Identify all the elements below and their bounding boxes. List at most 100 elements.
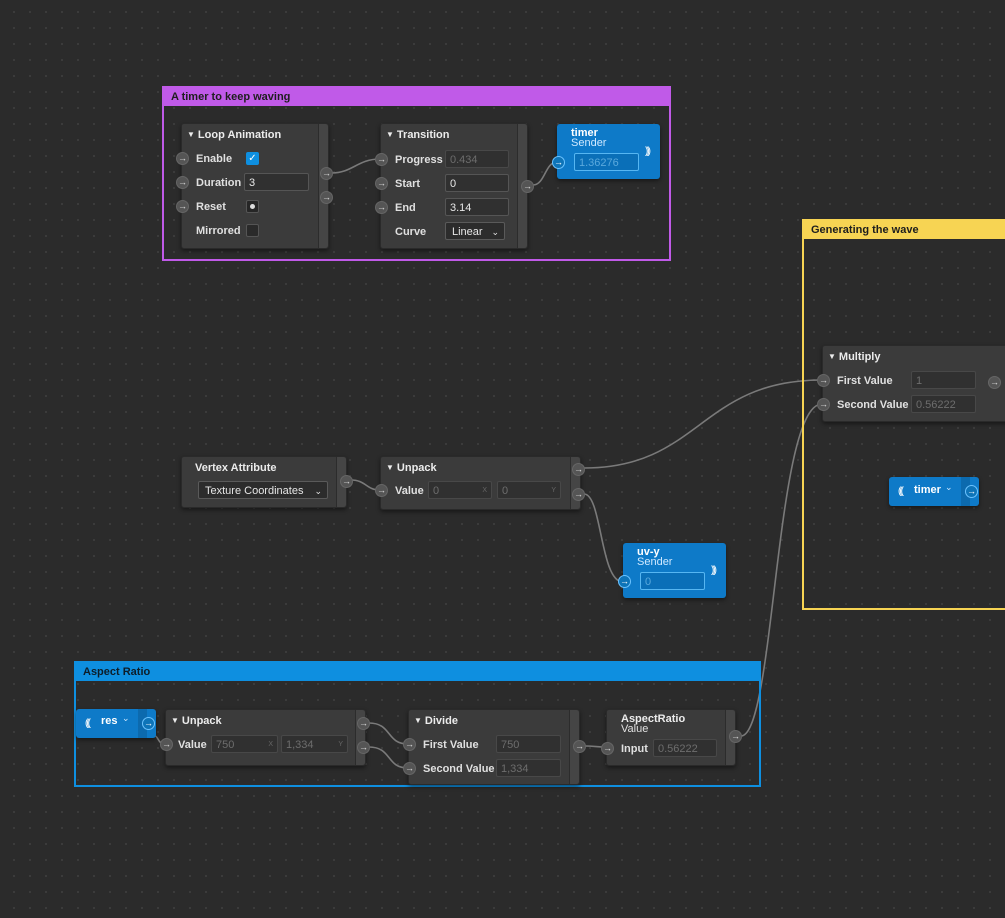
aspect-ratio-node[interactable]: AspectRatio Value → Input 0.56222 → xyxy=(601,709,742,766)
curve-label: Curve xyxy=(395,226,427,238)
unpack-res-output-y-port[interactable]: → xyxy=(357,741,370,754)
duration-field[interactable]: 3 xyxy=(244,173,309,191)
divide-first-label: First Value xyxy=(423,739,479,751)
multiply-node[interactable]: ▼Multiply → First Value 1 → Second Value… xyxy=(817,345,1005,422)
end-label: End xyxy=(395,202,416,214)
aspect-ratio-input-field: 0.56222 xyxy=(653,739,717,757)
reset-input-port[interactable]: → xyxy=(176,200,189,213)
node-output-strip xyxy=(355,710,365,765)
transition-node[interactable]: ▼Transition → Progress 0.434 → Start 0 →… xyxy=(375,123,534,249)
multiply-first-input-port[interactable]: → xyxy=(817,374,830,387)
uvy-sender-node[interactable]: uv-y Sender → 0 ))) xyxy=(618,543,726,598)
res-receiver-output-port[interactable]: → xyxy=(142,717,155,730)
vertex-attribute-output-port[interactable]: → xyxy=(340,475,353,488)
collapse-triangle-icon[interactable]: ▼ xyxy=(187,130,195,139)
loop-output-port-2[interactable]: → xyxy=(320,191,333,204)
multiply-output-port[interactable]: → xyxy=(988,376,1001,389)
group-timer[interactable]: A timer to keep waving xyxy=(162,86,671,261)
chevron-down-icon[interactable]: ⌄ xyxy=(945,482,953,492)
start-label: Start xyxy=(395,178,421,190)
multiply-second-input-port[interactable]: → xyxy=(817,398,830,411)
unpack-res-input-port[interactable]: → xyxy=(160,738,173,751)
multiply-second-field: 0.56222 xyxy=(911,395,976,413)
unpack-res-value-label: Value xyxy=(178,739,207,751)
collapse-triangle-icon[interactable]: ▼ xyxy=(386,463,394,472)
divide-title: ▼Divide xyxy=(414,715,458,727)
loop-animation-node[interactable]: ▼Loop Animation → Enable ✓ → Duration 3 … xyxy=(176,123,333,249)
res-receiver-node[interactable]: ((( res ⌄ → xyxy=(76,709,156,738)
timer-sender-node[interactable]: timer Sender → 1.36276 ))) xyxy=(552,124,660,179)
divide-first-input-port[interactable]: → xyxy=(403,738,416,751)
wire-loop-to-transition xyxy=(331,158,381,174)
node-output-strip xyxy=(570,457,580,509)
wireless-signal-icon: ))) xyxy=(711,565,717,576)
aspect-ratio-input-label: Input xyxy=(621,743,648,755)
unpack-uv-value-label: Value xyxy=(395,485,424,497)
wireless-signal-icon: ((( xyxy=(85,718,91,729)
collapse-triangle-icon[interactable]: ▼ xyxy=(828,352,836,361)
timer-sender-input-port[interactable]: → xyxy=(552,156,565,169)
chevron-down-icon: ⌄ xyxy=(314,486,322,496)
wire-unpack-x-to-multiply xyxy=(583,379,823,469)
collapse-triangle-icon[interactable]: ▼ xyxy=(171,716,179,725)
progress-input-port[interactable]: → xyxy=(375,153,388,166)
mirrored-label: Mirrored xyxy=(196,225,241,237)
vertex-attribute-select[interactable]: Texture Coordinates⌄ xyxy=(198,481,328,499)
uvy-sender-value: 0 xyxy=(640,572,705,590)
wireless-signal-icon: ))) xyxy=(645,146,651,157)
timer-receiver-node[interactable]: ((( timer ⌄ → xyxy=(889,477,979,506)
divide-first-field: 750 xyxy=(496,735,561,753)
end-field[interactable]: 3.14 xyxy=(445,198,509,216)
group-wave-title: Generating the wave xyxy=(804,221,1005,239)
wire-unpack-x-to-divide xyxy=(368,722,409,745)
group-aspect-ratio[interactable]: Aspect Ratio xyxy=(74,661,761,787)
loop-animation-title: ▼Loop Animation xyxy=(187,129,282,141)
uvy-sender-input-port[interactable]: → xyxy=(618,575,631,588)
unpack-res-title: ▼Unpack xyxy=(171,715,222,727)
start-field[interactable]: 0 xyxy=(445,174,509,192)
aspect-ratio-subtitle: Value xyxy=(621,723,649,735)
unpack-res-output-x-port[interactable]: → xyxy=(357,717,370,730)
vertex-attribute-title: Vertex Attribute xyxy=(195,462,277,474)
wire-unpack-y-to-uvy xyxy=(583,493,624,583)
vertex-attribute-node[interactable]: Vertex Attribute Texture Coordinates⌄ → xyxy=(181,456,353,508)
collapse-triangle-icon[interactable]: ▼ xyxy=(386,130,394,139)
unpack-uv-output-x-port[interactable]: → xyxy=(572,463,585,476)
divide-node[interactable]: ▼Divide → First Value 750 → Second Value… xyxy=(403,709,586,785)
curve-select[interactable]: Linear⌄ xyxy=(445,222,505,240)
start-input-port[interactable]: → xyxy=(375,177,388,190)
reset-label: Reset xyxy=(196,201,226,213)
aspect-ratio-output-port[interactable]: → xyxy=(729,730,742,743)
multiply-second-label: Second Value xyxy=(837,399,909,411)
timer-sender-subtitle: Sender xyxy=(571,137,607,149)
divide-output-port[interactable]: → xyxy=(573,740,586,753)
chevron-down-icon[interactable]: ⌄ xyxy=(122,713,130,723)
chevron-down-icon: ⌄ xyxy=(491,227,499,237)
reset-pulse-button[interactable] xyxy=(246,200,259,213)
end-input-port[interactable]: → xyxy=(375,201,388,214)
multiply-first-label: First Value xyxy=(837,375,893,387)
duration-input-port[interactable]: → xyxy=(176,176,189,189)
duration-label: Duration xyxy=(196,177,242,189)
collapse-triangle-icon[interactable]: ▼ xyxy=(414,716,422,725)
group-aspect-ratio-title: Aspect Ratio xyxy=(76,663,759,681)
mirrored-checkbox[interactable] xyxy=(246,224,259,237)
progress-field: 0.434 xyxy=(445,150,509,168)
enable-input-port[interactable]: → xyxy=(176,152,189,165)
group-wave[interactable]: Generating the wave xyxy=(802,219,1005,610)
enable-checkbox[interactable]: ✓ xyxy=(246,152,259,165)
res-receiver-name: res xyxy=(101,715,118,727)
uvy-sender-name: uv-y xyxy=(637,546,660,558)
aspect-ratio-input-port[interactable]: → xyxy=(601,742,614,755)
divide-second-input-port[interactable]: → xyxy=(403,762,416,775)
timer-receiver-output-port[interactable]: → xyxy=(965,485,978,498)
aspect-ratio-title: AspectRatio xyxy=(621,713,686,725)
unpack-uv-output-y-port[interactable]: → xyxy=(572,488,585,501)
transition-output-port[interactable]: → xyxy=(521,180,534,193)
loop-output-port-1[interactable]: → xyxy=(320,167,333,180)
unpack-uv-input-port[interactable]: → xyxy=(375,484,388,497)
wire-aspect-to-multiply xyxy=(740,403,823,737)
